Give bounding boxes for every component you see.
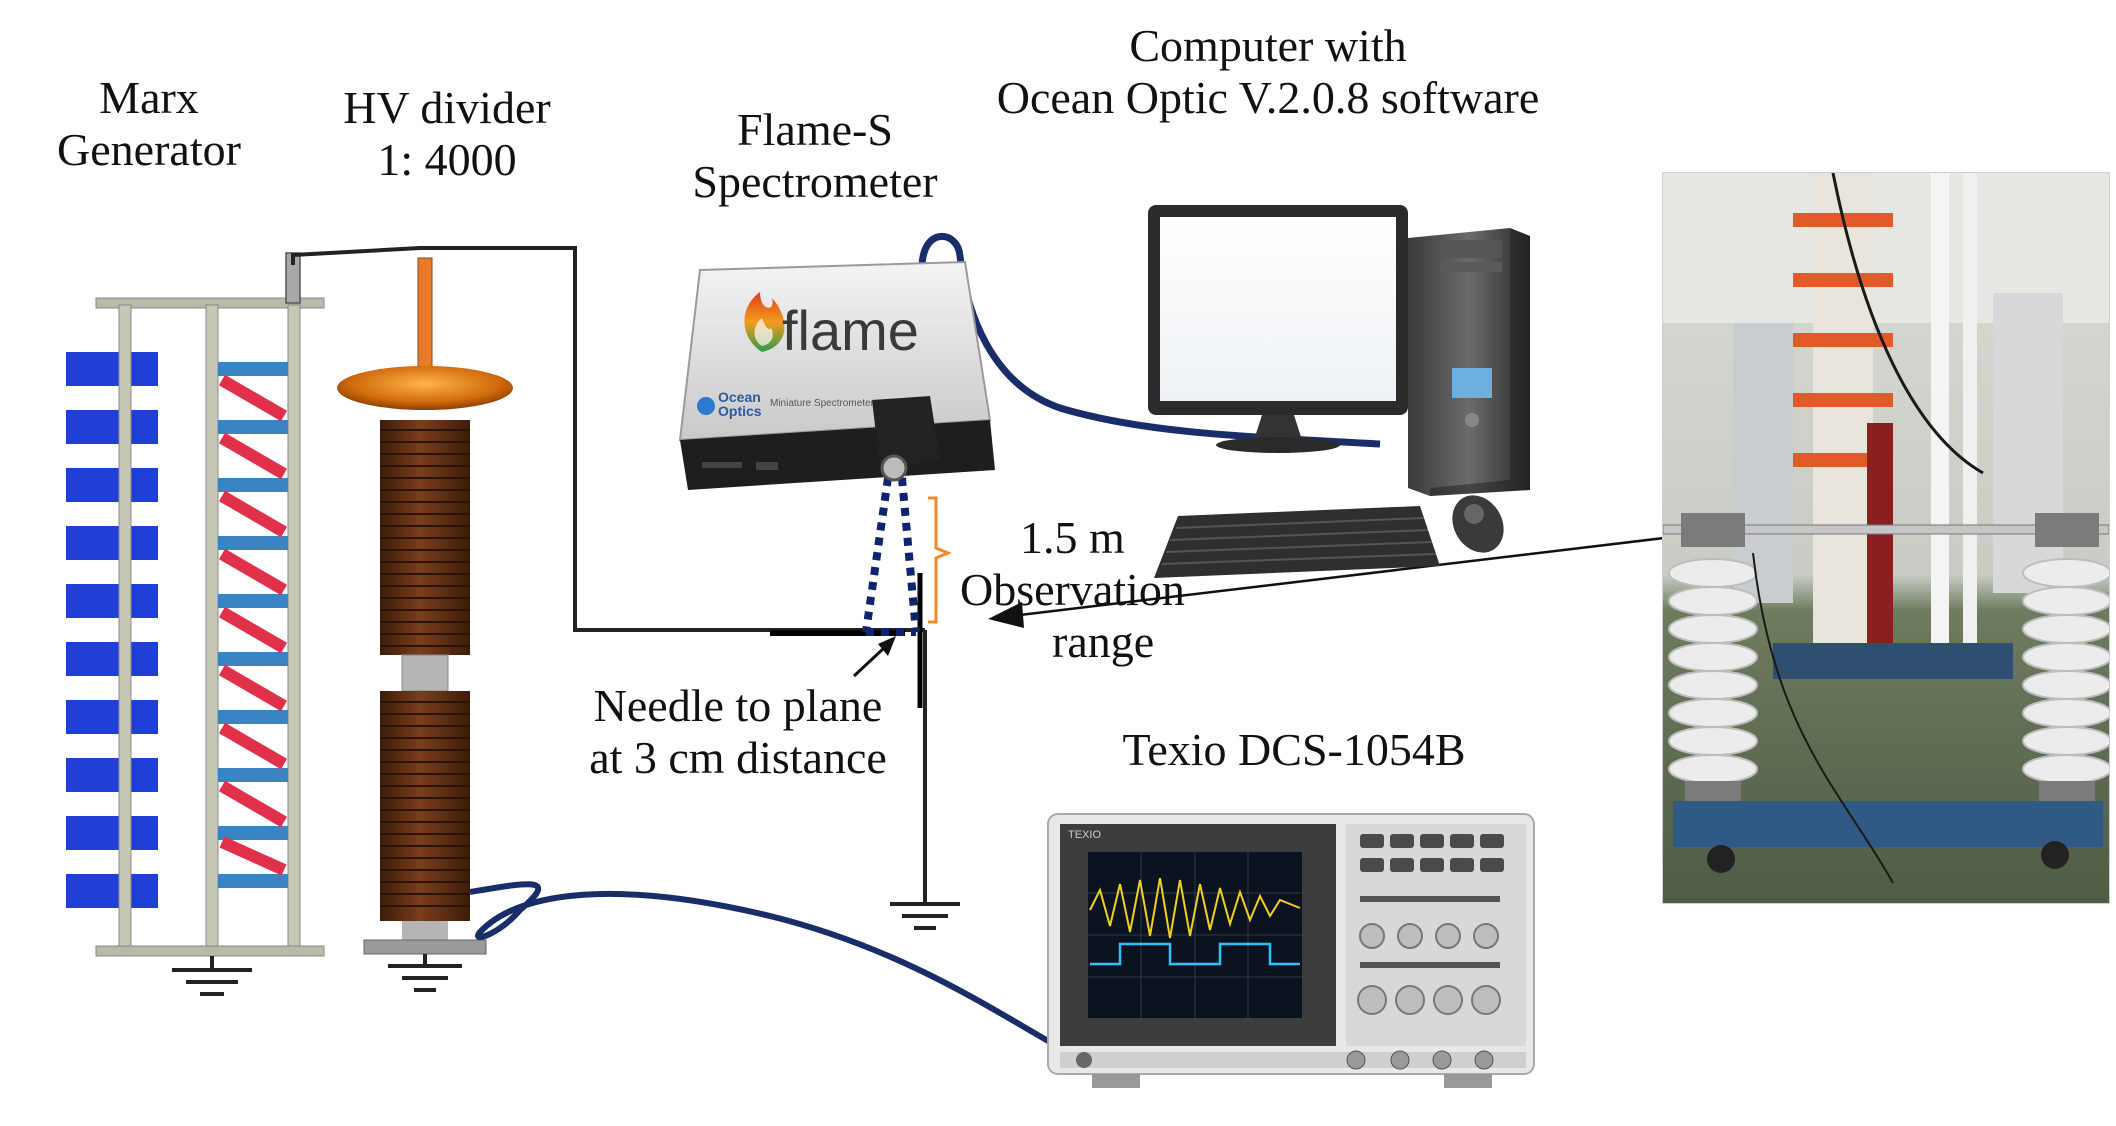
desktop-computer-icon <box>1148 205 1530 578</box>
hv-label-line-2: 1: 4000 <box>377 134 517 185</box>
marx-generator <box>66 252 325 996</box>
range-label-line-2: Observation <box>960 564 1185 615</box>
flame-brand-text: flame <box>782 299 919 362</box>
spectrometer-label: Flame-S Spectrometer <box>650 104 980 208</box>
needle-arrow <box>852 636 896 678</box>
spectrometer-label-line-1: Flame-S <box>737 104 893 155</box>
divider-lower-stack <box>380 691 470 921</box>
hv-label-line-1: HV divider <box>343 82 551 133</box>
needle-plane-electrodes <box>770 573 960 930</box>
ocean-logo-text-1: Ocean <box>718 389 761 405</box>
marx-label-line-2: Generator <box>57 124 241 175</box>
flame-subtitle: Miniature Spectrometer <box>770 398 875 409</box>
computer-label-line-1: Computer with <box>1129 20 1407 71</box>
photo-arrow <box>988 536 1665 628</box>
needle-label-line-2: at 3 cm distance <box>589 732 887 783</box>
setup-photo <box>1662 172 2110 904</box>
needle-plane-label: Needle to plane at 3 cm distance <box>548 680 928 784</box>
ground-symbol-icon <box>890 890 960 930</box>
fiber-cable <box>918 232 1381 448</box>
range-label-line-3: range <box>1052 616 1155 667</box>
range-label-line-1: 1.5 m <box>1020 512 1125 563</box>
oscilloscope-icon: TEXIO <box>1047 813 1535 1088</box>
ground-symbol-icon <box>172 956 252 996</box>
hv-divider-label: HV divider 1: 4000 <box>312 82 582 186</box>
observation-range-bracket <box>928 496 952 624</box>
computer-label: Computer with Ocean Optic V.2.0.8 softwa… <box>938 20 1598 124</box>
spectrometer-label-line-2: Spectrometer <box>692 156 938 207</box>
needle-label-line-1: Needle to plane <box>593 680 883 731</box>
marx-capacitors <box>66 352 158 908</box>
marx-label-line-1: Marx <box>99 72 199 123</box>
observation-range-label: 1.5 m Observation range <box>960 512 1250 668</box>
scope-brand-text: TEXIO <box>1068 829 1101 841</box>
ground-symbol-icon <box>388 954 462 992</box>
hv-wiring <box>291 246 927 890</box>
oscilloscope-label: Texio DCS-1054B <box>1084 724 1504 776</box>
computer-label-line-2: Ocean Optic V.2.0.8 software <box>996 72 1540 123</box>
marx-ladder <box>218 362 288 888</box>
hv-divider <box>337 257 513 992</box>
setup-photo-canvas <box>1663 173 2109 903</box>
optical-cone <box>862 477 920 636</box>
ocean-logo-text-2: Optics <box>718 403 762 419</box>
flame-spectrometer-icon: flame Ocean Optics Miniature Spectromete… <box>678 260 995 490</box>
scope-label-line-1: Texio DCS-1054B <box>1122 724 1466 775</box>
divider-upper-stack <box>380 420 470 655</box>
marx-generator-label: Marx Generator <box>24 72 274 176</box>
